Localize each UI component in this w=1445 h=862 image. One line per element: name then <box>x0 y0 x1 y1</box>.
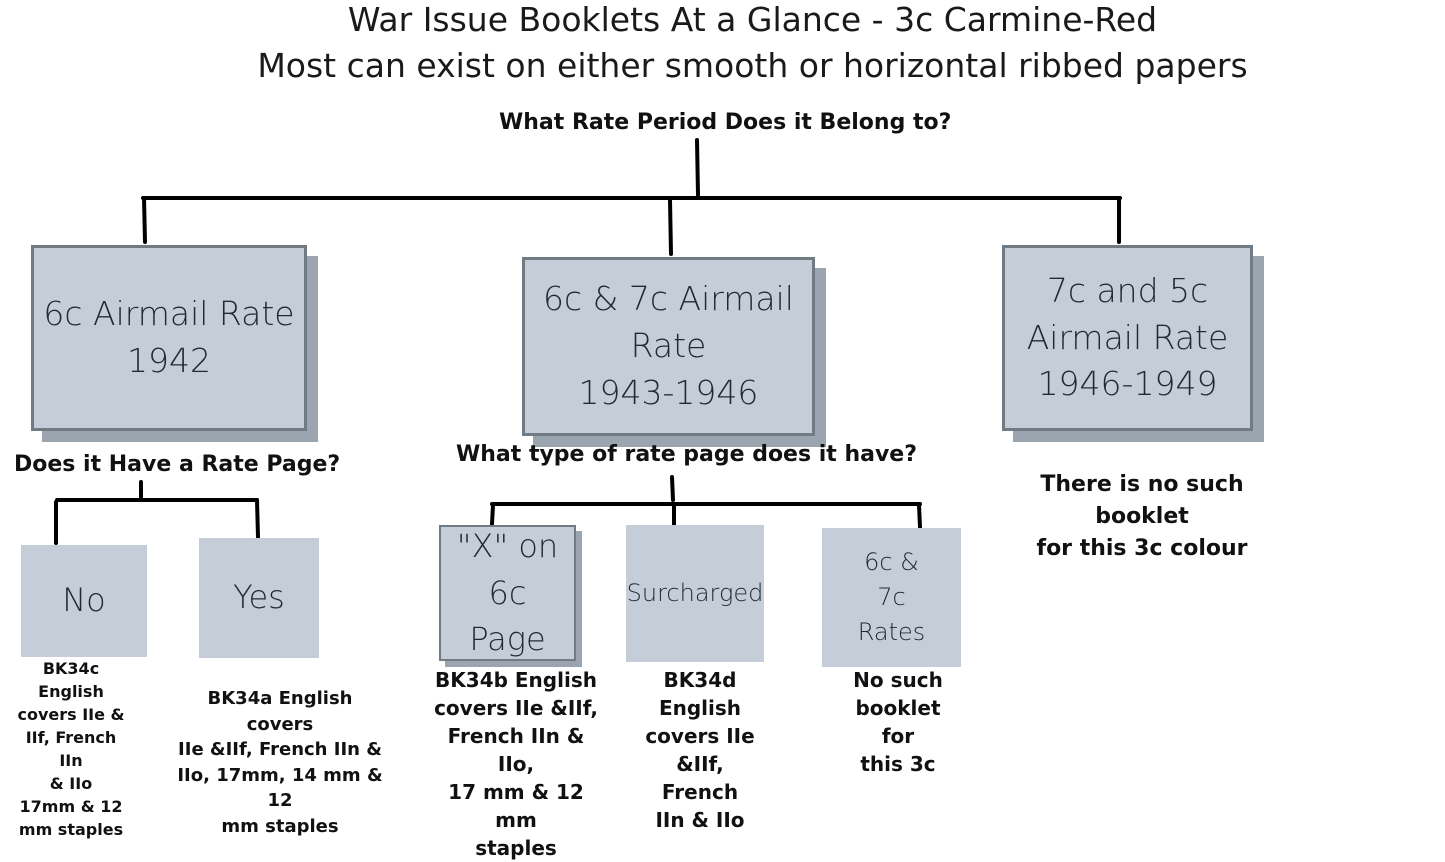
rate-type-stem-line <box>670 475 675 502</box>
6c-7c-rates-box: 6c & 7c Rates <box>822 528 961 667</box>
title-line-2: Most can exist on either smooth or horiz… <box>257 46 1248 85</box>
period-1942-box: 6c Airmail Rate 1942 <box>31 245 307 431</box>
root-stem-line <box>695 138 700 197</box>
x-branch-line <box>490 503 495 526</box>
root-question: What Rate Period Does it Belong to? <box>499 110 952 135</box>
branch-1943-line <box>668 198 673 256</box>
rate-page-question: Does it Have a Rate Page? <box>14 452 341 477</box>
bk34a-note: BK34a English covers IIe &IIf, French II… <box>177 688 383 837</box>
yes-rate-page-box: Yes <box>199 538 319 658</box>
bk34b-note: BK34b English covers IIe &IIf, French II… <box>434 668 598 860</box>
no-booklet-6c7c-note: No such booklet for this 3c <box>853 668 943 776</box>
yes-branch-line <box>255 498 260 539</box>
rate-type-question: What type of rate page does it have? <box>456 442 917 467</box>
bk34c-note: BK34c English covers IIe & IIf, French I… <box>17 659 125 839</box>
no-rate-page-box: No <box>21 545 147 657</box>
surcharged-box: Surcharged <box>626 525 764 662</box>
connector-lines <box>54 138 1122 545</box>
rates-branch-line <box>917 503 922 529</box>
branch-1942-line <box>142 196 147 244</box>
title-line-1: War Issue Booklets At a Glance - 3c Carm… <box>347 0 1158 39</box>
period-1943-1946-box: 6c & 7c Airmail Rate 1943-1946 <box>522 257 815 436</box>
bk34d-note: BK34d English covers IIe &IIf, French II… <box>645 668 755 832</box>
period-1946-1949-box: 7c and 5c Airmail Rate 1946-1949 <box>1002 245 1253 431</box>
no-booklet-1946-note: There is no such booklet for this 3c col… <box>1036 472 1248 561</box>
x-on-6c-page-box: "X" on 6c Page <box>439 525 576 661</box>
